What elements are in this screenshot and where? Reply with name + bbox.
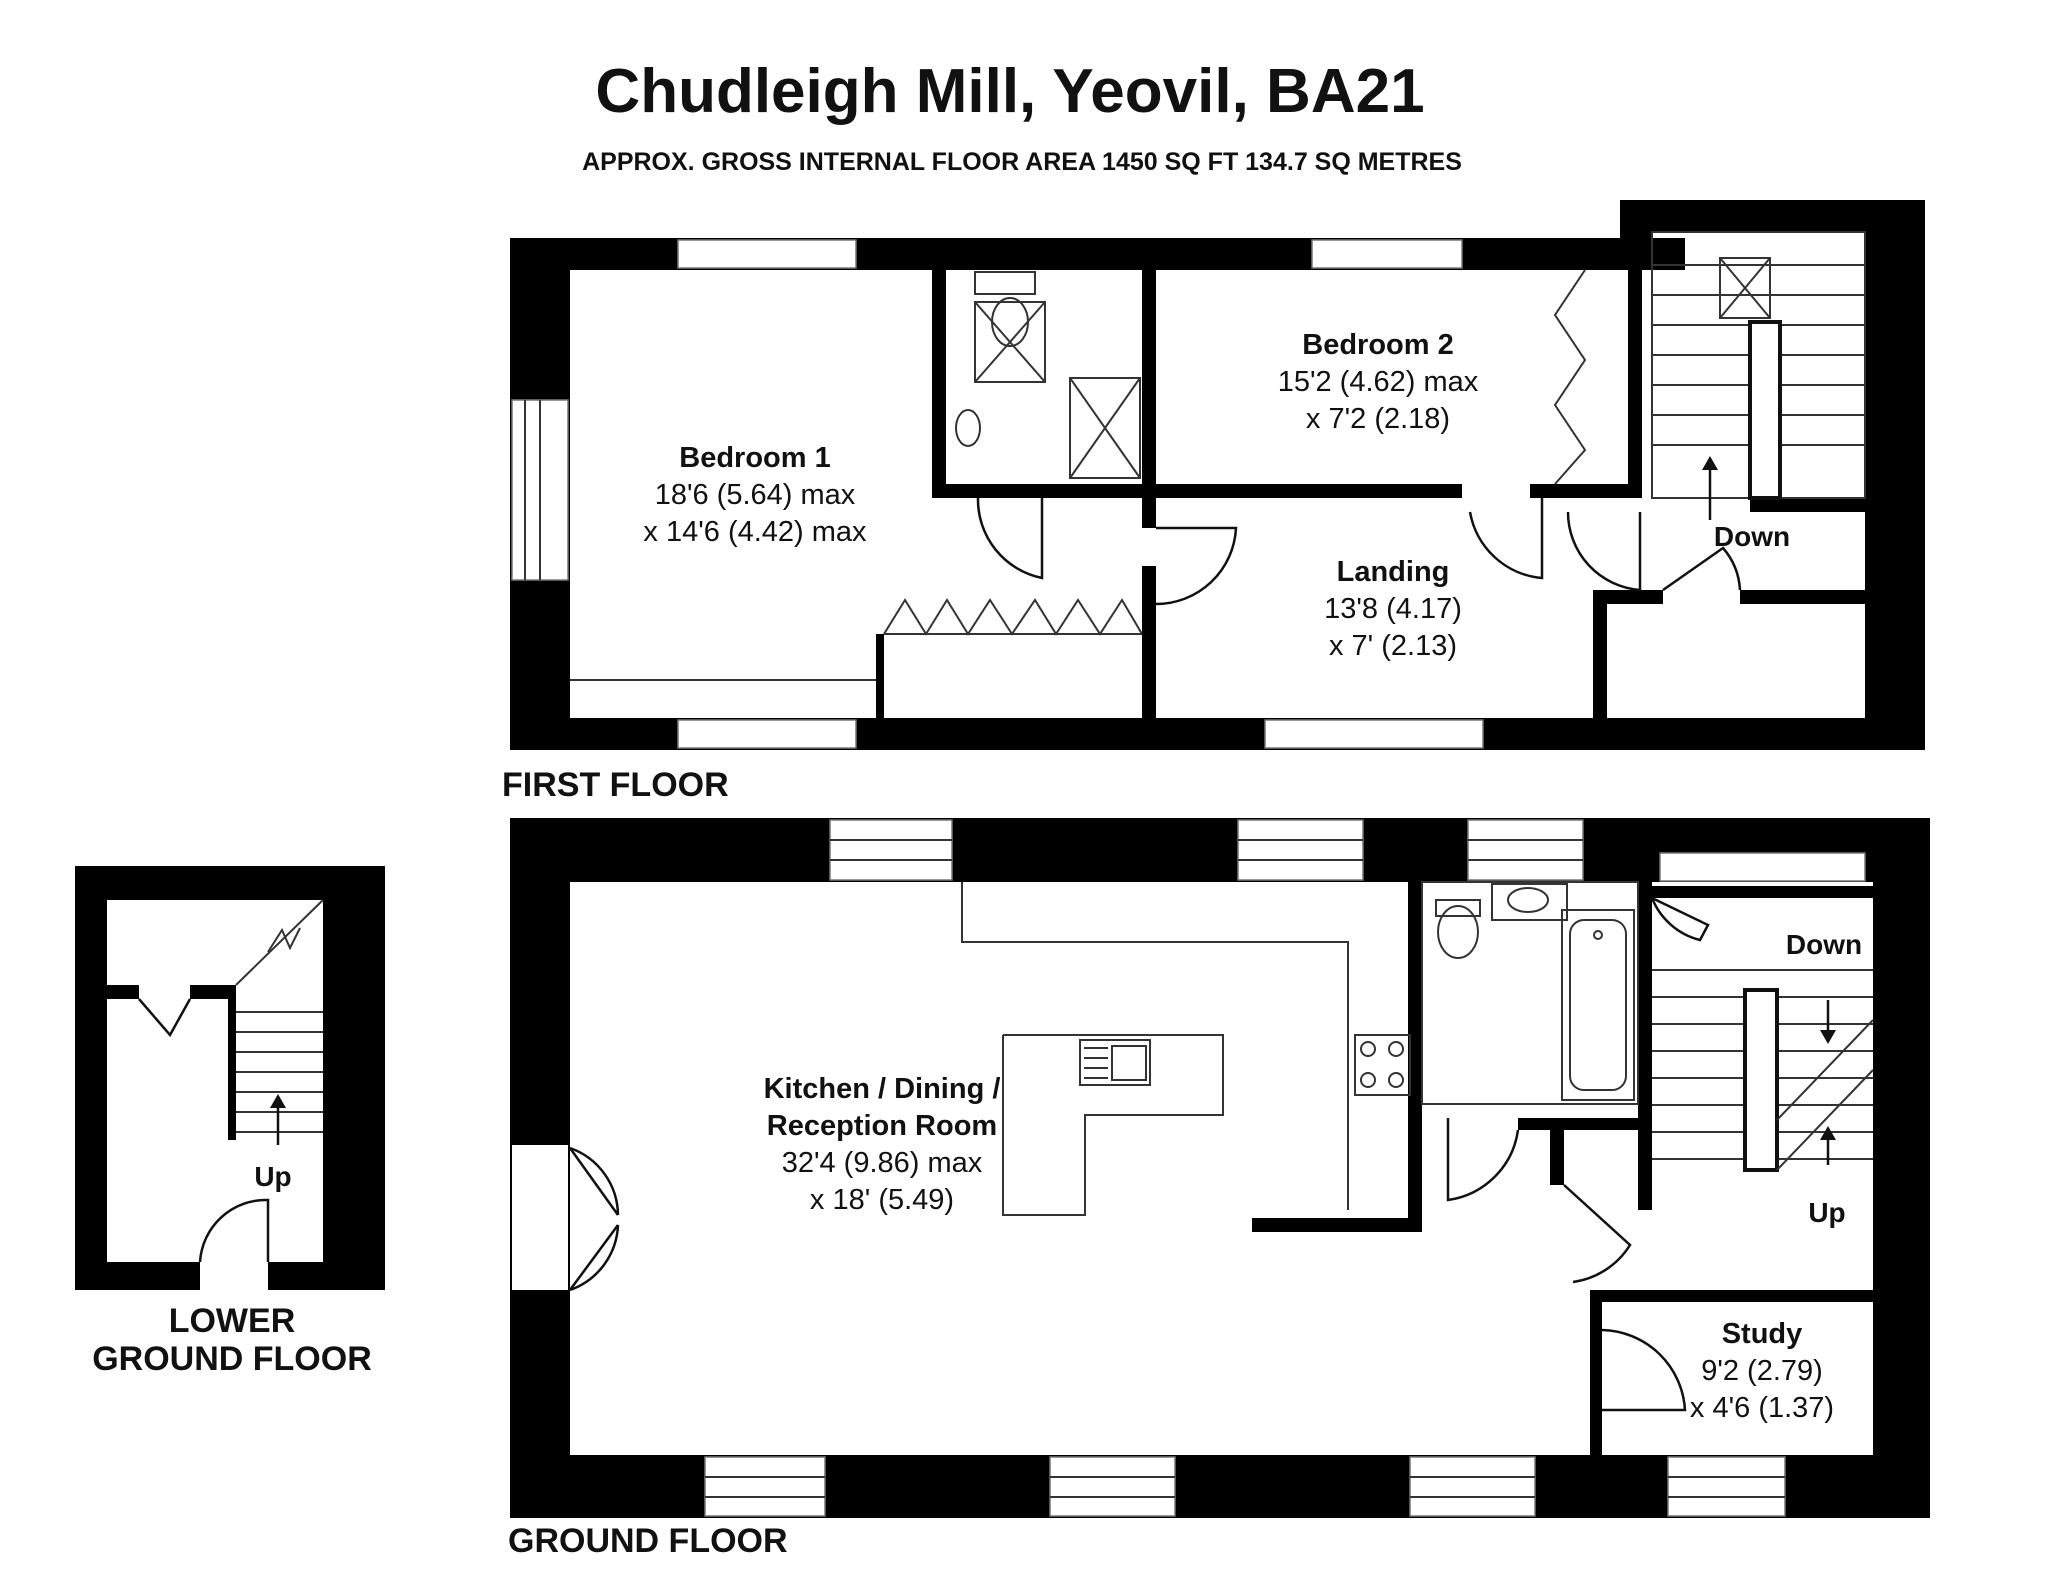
bedroom2-dim1: 15'2 (4.62) max: [1278, 366, 1479, 398]
first-floor: Bedroom 1 18'6 (5.64) max x 14'6 (4.42) …: [510, 200, 1925, 750]
landing-dim2: x 7' (2.13): [1329, 630, 1457, 662]
study-dim1: 9'2 (2.79): [1701, 1355, 1823, 1387]
first-floor-label: FIRST FLOOR: [502, 766, 729, 804]
first-floor-stairs: [1651, 231, 1866, 520]
plan-subtitle: APPROX. GROSS INTERNAL FLOOR AREA 1450 S…: [582, 148, 1462, 176]
landing-dim1: 13'8 (4.17): [1324, 593, 1462, 625]
kitchen-name-line1: Kitchen / Dining /: [764, 1073, 1001, 1105]
ground-floor: Kitchen / Dining / Reception Room 32'4 (…: [510, 818, 1930, 1518]
bedroom1-dim1: 18'6 (5.64) max: [655, 479, 856, 511]
ground-floor-stairs: [1652, 969, 1874, 1172]
kitchen-dim1: 32'4 (9.86) max: [782, 1147, 983, 1179]
plan-title: Chudleigh Mill, Yeovil, BA21: [595, 57, 1424, 126]
lower-ground-floor: Up: [75, 866, 385, 1290]
study-dim2: x 4'6 (1.37): [1690, 1392, 1834, 1424]
landing-name: Landing: [1337, 556, 1450, 588]
ground-floor-down-label: Down: [1786, 929, 1862, 960]
kitchen-dim2: x 18' (5.49): [810, 1184, 954, 1216]
study-name: Study: [1722, 1318, 1803, 1350]
bedroom1-name: Bedroom 1: [679, 442, 830, 474]
ground-floor-up-label: Up: [1808, 1197, 1845, 1228]
ground-floor-label: GROUND FLOOR: [508, 1522, 788, 1560]
kitchen-name-line2: Reception Room: [767, 1110, 997, 1142]
bedroom2-dim2: x 7'2 (2.18): [1306, 403, 1450, 435]
lower-floor-label-line1: LOWER: [169, 1302, 296, 1340]
bedroom2-name: Bedroom 2: [1302, 329, 1453, 361]
lower-floor-label-line2: GROUND FLOOR: [92, 1340, 372, 1378]
bedroom1-dim2: x 14'6 (4.42) max: [643, 516, 867, 548]
first-floor-down-label: Down: [1714, 521, 1790, 552]
lower-floor-up-label: Up: [254, 1161, 291, 1192]
